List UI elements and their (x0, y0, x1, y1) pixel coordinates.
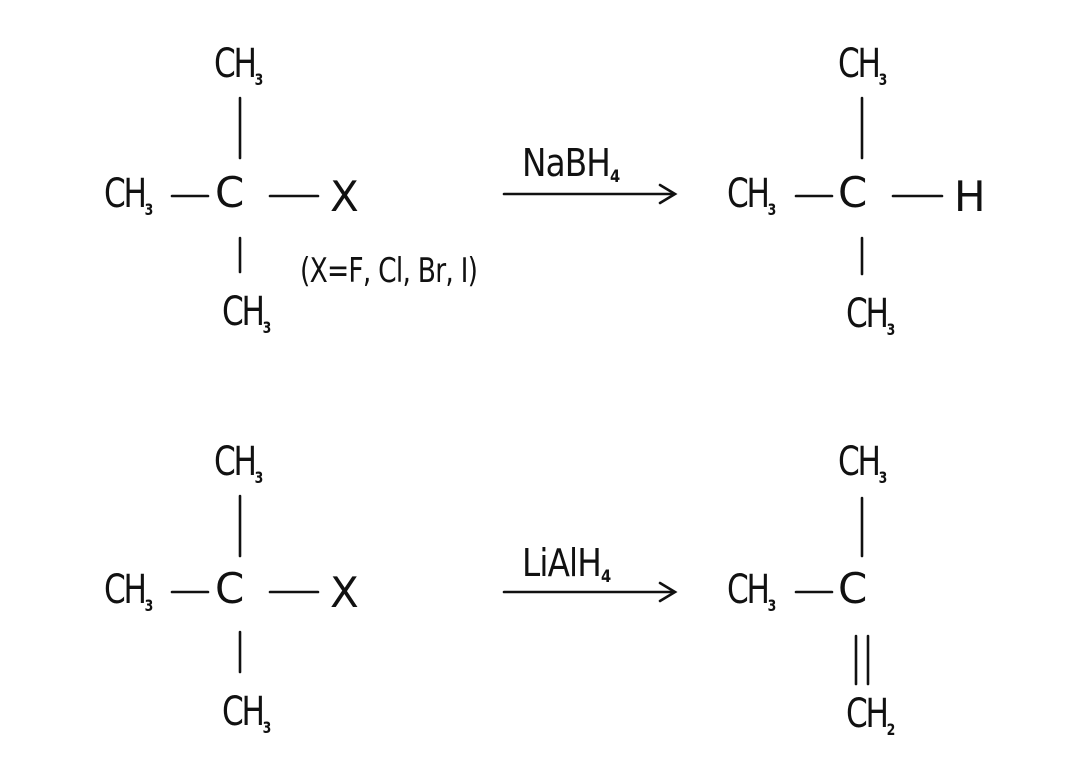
r1-reactant-top-methyl: CH3 (214, 41, 264, 89)
r1-reactant-central-carbon: C (215, 168, 245, 217)
r2-reagent-label: LiAlH4 (522, 541, 611, 587)
r2-product-left-methyl: CH3 (727, 567, 777, 615)
r2-arrow-head (658, 581, 678, 603)
r1-product-central-carbon: C (838, 168, 868, 217)
halogen-note: (X=F, Cl, Br, I) (300, 251, 478, 291)
r2-reactant-central-carbon: C (215, 564, 245, 613)
r1-arrow-head (658, 183, 678, 205)
r2-reactant-halogen: X (330, 568, 359, 617)
r1-product-top-methyl: CH3 (838, 41, 888, 89)
r1-reactant-left-methyl: CH3 (104, 171, 154, 219)
r2-product-methylene: CH2 (846, 691, 896, 739)
r1-product-left-methyl: CH3 (727, 171, 777, 219)
r2-product-central-carbon: C (838, 564, 868, 613)
r2-reactant-top-methyl: CH3 (214, 439, 264, 487)
r1-product-hydrogen: H (954, 172, 986, 221)
r1-product-bottom-methyl: CH3 (846, 291, 896, 339)
r2-reactant-left-methyl: CH3 (104, 567, 154, 615)
r2-reactant-bottom-methyl: CH3 (222, 689, 272, 737)
r1-reagent-label: NaBH4 (522, 141, 620, 187)
r1-reactant-halogen: X (330, 172, 359, 221)
r2-product-top-methyl: CH3 (838, 439, 888, 487)
r1-reactant-bottom-methyl: CH3 (222, 289, 272, 337)
